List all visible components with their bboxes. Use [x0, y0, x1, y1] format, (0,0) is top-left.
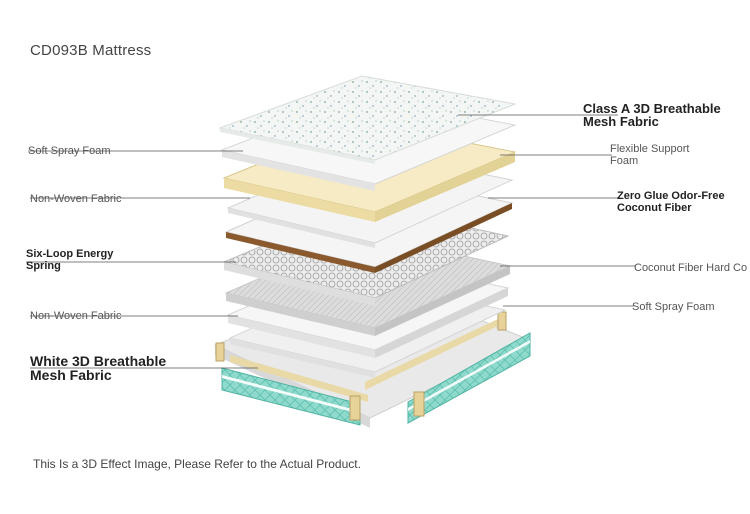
leader-lines — [26, 114, 636, 369]
layer-class-a-mesh — [218, 75, 517, 164]
label-class-a-mesh-line1: Class A 3D Breathable — [583, 101, 721, 116]
page-title: CD093B Mattress — [30, 42, 152, 59]
label-flexible-support-foam-line1: Flexible Support — [610, 143, 690, 155]
label-white-3d-mesh: White 3D Breathable Mesh Fabric — [30, 354, 166, 382]
label-class-a-mesh-line2: Mesh Fabric — [583, 114, 659, 129]
label-six-loop-spring-line1: Six-Loop Energy — [26, 248, 114, 260]
label-soft-spray-foam-bottom: Soft Spray Foam — [632, 301, 715, 313]
label-six-loop-spring: Six-Loop Energy Spring — [26, 248, 113, 272]
label-coconut-fiber: Zero Glue Odor-Free Coconut Fiber — [617, 190, 725, 214]
label-coconut-fiber-line2: Coconut Fiber — [617, 202, 692, 214]
label-coconut-fiber-hard: Coconut Fiber Hard Co — [634, 262, 748, 274]
label-coconut-fiber-line1: Zero Glue Odor-Free — [617, 190, 725, 202]
label-non-woven-fabric-top: Non-Woven Fabric — [30, 193, 122, 205]
label-flexible-support-foam: Flexible Support Foam — [610, 143, 690, 167]
label-soft-spray-foam-top: Soft Spray Foam — [28, 145, 111, 157]
disclaimer-text: This Is a 3D Effect Image, Please Refer … — [33, 457, 361, 471]
label-class-a-mesh: Class A 3D Breathable Mesh Fabric — [583, 102, 721, 128]
label-white-3d-mesh-line2: Mesh Fabric — [30, 367, 112, 383]
label-six-loop-spring-line2: Spring — [26, 260, 61, 272]
label-white-3d-mesh-line1: White 3D Breathable — [30, 353, 167, 369]
label-non-woven-fabric-bottom: Non-Woven Fabric — [30, 310, 122, 322]
label-flexible-support-foam-line2: Foam — [610, 155, 639, 167]
